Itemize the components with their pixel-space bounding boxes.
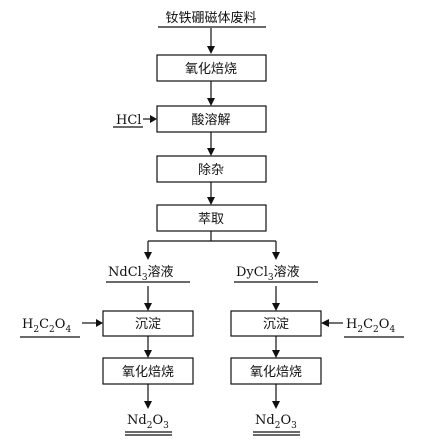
- hcl-arrow-head: [150, 115, 157, 123]
- left-solution-label: NdCl3溶液: [108, 265, 174, 283]
- right-reagent-label: H2C2O4: [346, 317, 395, 335]
- hcl-label: HCl: [116, 113, 141, 128]
- left-roast-label: 氧化焙烧: [122, 365, 174, 380]
- step-impurity-removal-box: [156, 155, 267, 183]
- split-left-head: [144, 252, 152, 260]
- left-reagent-label: H2C2O4: [22, 317, 71, 335]
- arrow-head: [207, 197, 215, 205]
- right-product-label: Nd2O3: [255, 413, 297, 431]
- right-roast-box: [230, 357, 322, 385]
- step-oxidation-roast-label: 氧化焙烧: [185, 62, 237, 77]
- arrow-head: [272, 401, 280, 409]
- right-solution-label: DyCl3溶液: [236, 265, 300, 283]
- left-reagent-arrow-head: [96, 319, 103, 327]
- step-acid-dissolve-label: 酸溶解: [191, 113, 230, 128]
- start-label: 钕铁硼磁体废料: [165, 10, 256, 26]
- split-right-head: [272, 252, 280, 260]
- arrow-head: [207, 98, 215, 106]
- right-roast-label: 氧化焙烧: [250, 365, 302, 380]
- arrow-head: [207, 46, 215, 54]
- step-impurity-removal-label: 除杂: [198, 163, 224, 178]
- arrow-head: [207, 148, 215, 156]
- right-reagent-arrow-head: [321, 319, 329, 327]
- right-precip-label: 沉淀: [263, 317, 289, 332]
- left-roast-box: [102, 357, 194, 385]
- step-oxidation-roast-box: [156, 54, 267, 82]
- arrow-head: [272, 350, 280, 358]
- arrow-head: [272, 303, 280, 311]
- left-product-label: Nd2O3: [127, 413, 169, 431]
- left-precip-label: 沉淀: [135, 317, 161, 332]
- arrow-head: [144, 401, 152, 409]
- step-acid-dissolve-box: [156, 105, 267, 133]
- step-extraction-label: 萃取: [198, 212, 224, 227]
- arrow-head: [144, 350, 152, 358]
- arrow-head: [144, 303, 152, 311]
